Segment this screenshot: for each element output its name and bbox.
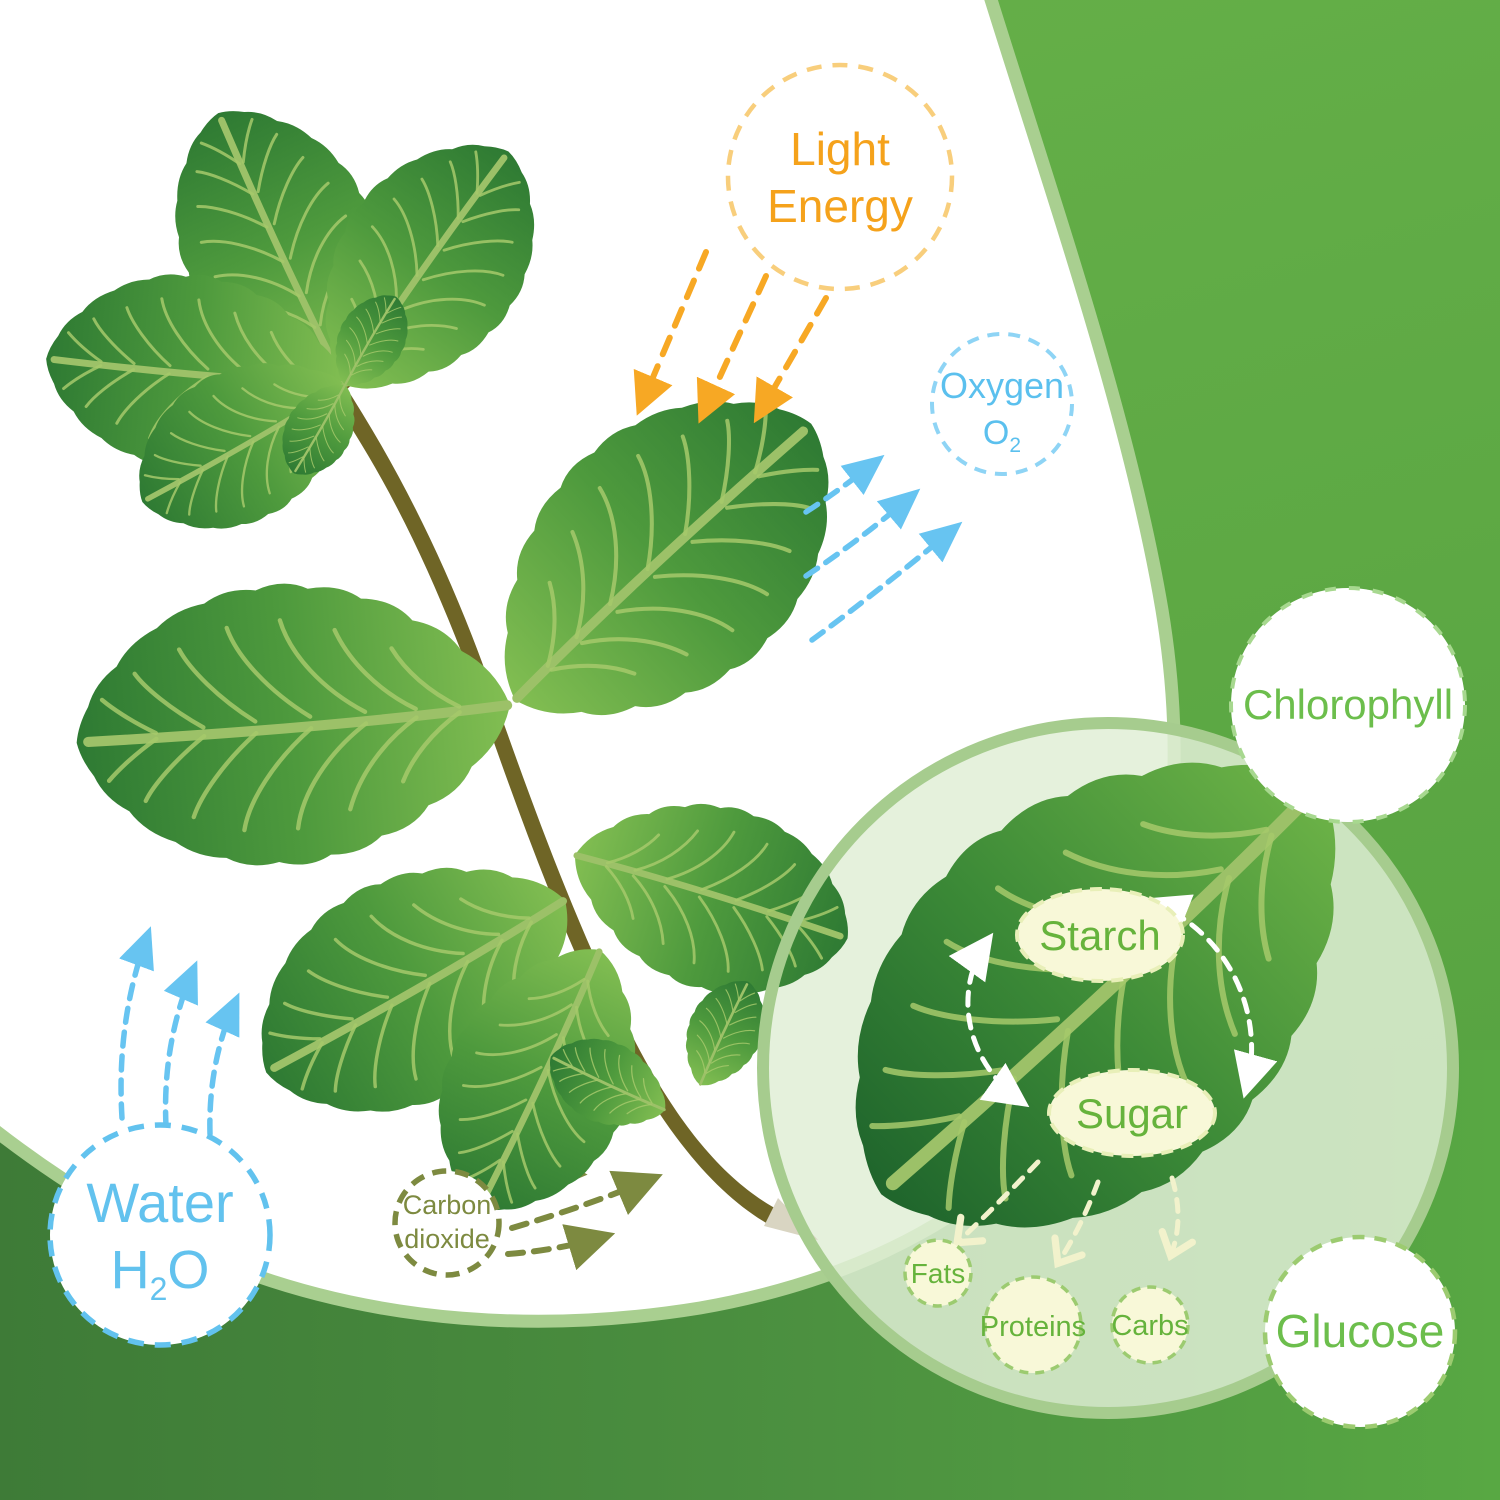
svg-text:Glucose: Glucose	[1276, 1305, 1445, 1357]
carbon-dioxide-label-line2: dioxide	[404, 1224, 490, 1254]
light-ray-arrows	[633, 249, 829, 424]
water-arrow	[205, 992, 240, 1137]
sugar-product-arrows	[952, 1159, 1197, 1269]
water-arrow	[118, 926, 154, 1121]
svg-text:Carbon: Carbon	[403, 1190, 492, 1220]
co2-arrow	[505, 1224, 616, 1271]
sugar-ellipse: Sugar	[1047, 1068, 1217, 1158]
water-bubble: Water H2O	[47, 1122, 273, 1348]
light-energy-bubble: Light Energy	[725, 62, 955, 292]
branch	[326, 378, 782, 1224]
glucose-label: Glucose	[1276, 1305, 1445, 1357]
oxygen-symbol: O	[983, 414, 1009, 452]
water-label: Water	[86, 1171, 233, 1234]
co2-arrow	[509, 1170, 663, 1231]
carbs-label: Carbs	[1111, 1310, 1188, 1342]
svg-text:Water: Water	[86, 1171, 233, 1234]
water-formula-subscript: 2	[150, 1271, 168, 1307]
svg-text:Starch: Starch	[1039, 912, 1160, 959]
starch-label: Starch	[1039, 912, 1160, 959]
glucose-bubble: Glucose	[1262, 1234, 1458, 1430]
sugar-arrow	[952, 1159, 1041, 1247]
svg-text:Fats: Fats	[911, 1258, 965, 1289]
oxygen-arrow	[803, 488, 921, 579]
svg-text:Carbs: Carbs	[1111, 1310, 1188, 1342]
light-energy-label-line2: Energy	[767, 180, 913, 232]
cycle-arrow	[1143, 894, 1278, 1099]
svg-text:Chlorophyll: Chlorophyll	[1243, 681, 1453, 728]
water-arrows	[118, 926, 240, 1137]
water-formula-o: O	[167, 1240, 209, 1300]
oxygen-bubble: Oxygen O2	[930, 332, 1074, 476]
proteins-label: Proteins	[980, 1311, 1086, 1343]
magnifier-circle-rim	[757, 717, 1459, 1419]
light-ray-arrow	[696, 273, 769, 424]
svg-text:Sugar: Sugar	[1076, 1090, 1188, 1137]
oxygen-arrows	[803, 454, 963, 643]
svg-text:Energy: Energy	[767, 180, 913, 232]
oxygen-arrow	[803, 454, 885, 515]
sugar-label: Sugar	[1076, 1090, 1188, 1137]
oxygen-arrow	[809, 521, 963, 643]
chlorophyll-label: Chlorophyll	[1243, 681, 1453, 728]
light-ray-arrow	[633, 249, 709, 416]
starch-sugar-cycle-arrows	[948, 894, 1278, 1108]
oxygen-symbol-subscript: 2	[1009, 434, 1021, 457]
svg-text:H2O: H2O	[111, 1240, 210, 1307]
starch-ellipse: Starch	[1015, 887, 1185, 983]
carbon-dioxide-bubble: Carbon dioxide	[392, 1168, 502, 1278]
fats-label: Fats	[911, 1258, 965, 1289]
product-circles: Fats Proteins Carbs	[903, 1238, 1190, 1375]
water-arrow	[162, 960, 198, 1129]
svg-text:Proteins: Proteins	[980, 1311, 1086, 1343]
svg-text:O2: O2	[983, 414, 1021, 457]
sugar-arrow	[1051, 1179, 1101, 1269]
svg-text:Light: Light	[790, 123, 890, 175]
svg-text:dioxide: dioxide	[404, 1224, 490, 1254]
light-energy-label-line1: Light	[790, 123, 890, 175]
carbon-dioxide-label-line1: Carbon	[403, 1190, 492, 1220]
oxygen-label: Oxygen	[940, 365, 1064, 406]
cycle-arrow	[948, 932, 1030, 1108]
light-ray-arrow	[753, 295, 829, 424]
sugar-arrow	[1158, 1175, 1197, 1262]
chlorophyll-bubble: Chlorophyll	[1229, 586, 1467, 824]
water-formula-h: H	[111, 1240, 150, 1300]
svg-text:Oxygen: Oxygen	[940, 365, 1064, 406]
